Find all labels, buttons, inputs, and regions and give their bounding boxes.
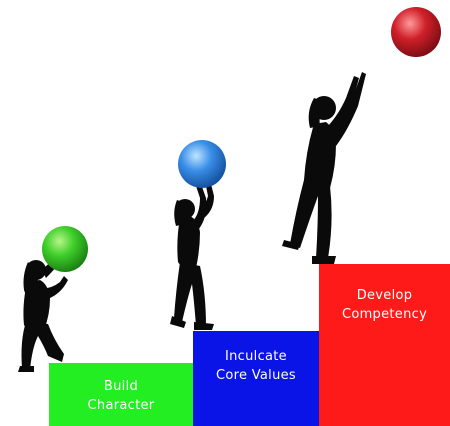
ball-red-icon <box>391 7 441 57</box>
step-label-develop-competency: Develop Competency <box>341 288 428 322</box>
step-build-character: Build Character <box>49 363 193 426</box>
step-label-inculcate-core-values: Inculcate Core Values <box>216 349 296 383</box>
step-develop-competency: Develop Competency <box>319 264 450 426</box>
ball-blue-icon <box>178 140 226 188</box>
step-label-build-character: Build Character <box>87 379 155 413</box>
child-silhouette-2 <box>170 184 214 330</box>
step-inculcate-core-values: Inculcate Core Values <box>193 331 319 426</box>
ball-green-icon <box>42 226 88 272</box>
child-silhouette-3 <box>282 72 366 264</box>
child-silhouette-1 <box>18 258 68 372</box>
